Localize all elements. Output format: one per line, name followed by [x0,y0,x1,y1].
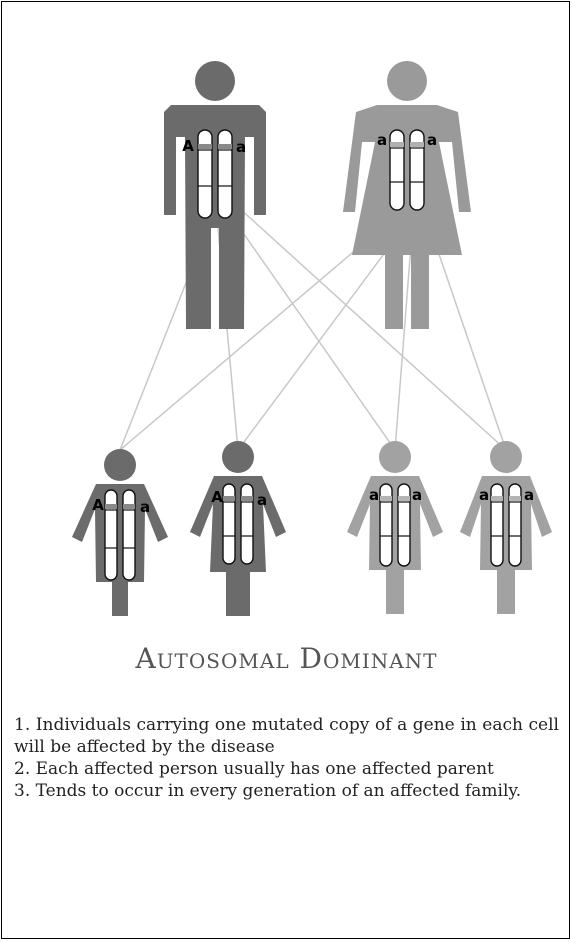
note-3: 3. Tends to occur in every generation of… [14,781,522,801]
father-body [164,105,266,329]
child-4-allele-left: a [479,486,489,504]
notes-list: 1. Individuals carrying one mutated copy… [14,714,559,802]
line-mother-child-3 [394,231,413,451]
line-mother-child-2 [237,226,405,451]
father-allele-right: a [236,138,246,156]
line-father-child-3 [231,216,396,451]
child-3-head [379,441,411,473]
father-head [195,61,235,101]
note-2: 2. Each affected person usually has one … [14,759,494,779]
child-4-head [490,441,522,473]
child-3-allele-right: a [412,486,422,504]
child-1-allele-left: A [92,496,104,514]
child-3-allele-left: a [369,486,379,504]
child-4-figure: a a [460,441,552,614]
child-1-figure: A a [72,449,168,616]
father-chromosomes [197,129,233,219]
father-figure: A a [164,61,266,329]
line-mother-child-1 [119,213,399,451]
diagram-title: Autosomal Dominant [135,642,438,675]
child-1-head [104,449,136,481]
child-2-allele-right: a [257,491,267,509]
child-1-allele-right: a [140,498,150,516]
note-1: 1. Individuals carrying one mutated copy… [14,715,559,757]
child-3-figure: a a [347,441,443,614]
father-allele-left: A [182,137,194,155]
child-2-figure: A a [190,441,286,616]
mother-allele-right: a [427,131,437,149]
line-mother-child-4 [427,221,507,451]
mother-body [343,105,471,329]
pedigree-diagram: A a a a [72,61,552,616]
line-father-child-4 [237,206,507,451]
mother-figure: a a [343,61,471,329]
mother-allele-left: a [377,131,387,149]
child-2-head [222,441,254,473]
mother-head [387,61,427,101]
child-4-allele-right: a [524,486,534,504]
mother-chromosomes [389,129,425,211]
child-2-allele-left: A [211,488,223,506]
